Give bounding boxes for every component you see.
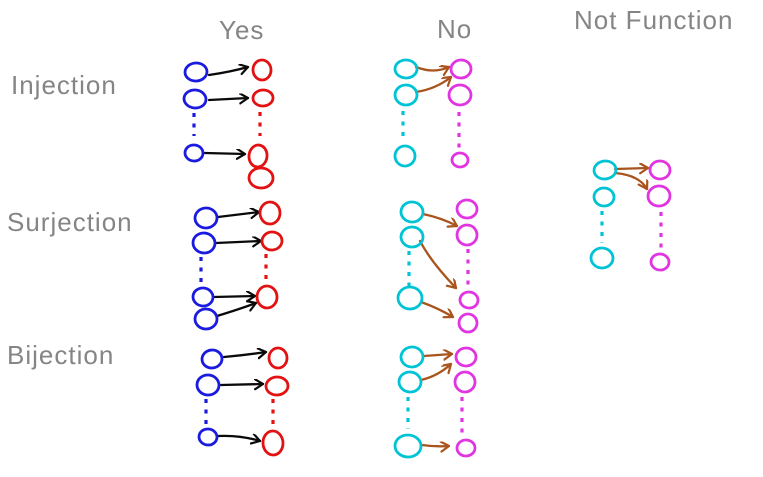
mapping-arrow [421, 212, 459, 226]
set-element-circle [197, 427, 219, 447]
set-element-circle [396, 285, 424, 311]
mapping-arrow [207, 67, 250, 77]
set-element-circle [592, 159, 618, 181]
cell-bijection-no [393, 345, 478, 459]
set-element-circle [648, 159, 672, 181]
set-element-circle [447, 83, 473, 107]
mapping-arrow [613, 168, 650, 169]
set-element-circle [453, 370, 477, 394]
column-header-no: No [437, 14, 473, 44]
column-header-not-function: Not Function [574, 5, 734, 35]
set-element-circle [393, 433, 423, 459]
set-element-circle [191, 286, 215, 308]
set-element-circle [193, 307, 219, 331]
set-element-circle [592, 186, 616, 208]
set-element-circle [247, 143, 269, 169]
mapping-arrow [203, 153, 247, 154]
mapping-arrow [420, 445, 451, 446]
set-element-circle [195, 373, 221, 397]
set-element-circle [397, 370, 423, 394]
column-header-yes: Yes [219, 15, 265, 45]
set-element-circle [261, 429, 285, 457]
set-element-circle [183, 61, 209, 83]
set-element-circle [393, 144, 417, 168]
row-label-surjection: Surjection [7, 207, 133, 237]
set-element-circle [200, 348, 224, 370]
set-element-circle [247, 166, 275, 190]
set-element-circle [457, 312, 479, 334]
set-element-circle [182, 88, 208, 110]
set-element-circle [264, 375, 290, 397]
set-element-circle [193, 206, 219, 230]
row-label-bijection: Bijection [7, 340, 115, 370]
set-element-circle [455, 198, 479, 220]
set-element-circle [255, 284, 279, 310]
mapping-arrow [207, 98, 250, 100]
mapping-arrow [422, 354, 454, 356]
set-element-circle [191, 231, 217, 255]
mapping-arrow [419, 300, 455, 317]
set-element-circle [450, 151, 470, 169]
cell-bijection-yes [195, 346, 290, 457]
set-element-circle [399, 225, 425, 249]
mapping-arrow [212, 296, 257, 297]
set-element-circle [449, 58, 473, 80]
set-element-circle [454, 346, 478, 368]
set-element-circle [393, 58, 419, 80]
row-label-injection: Injection [11, 70, 117, 100]
set-element-circle [455, 223, 479, 247]
set-element-circle [267, 346, 289, 370]
set-element-circle [258, 200, 282, 226]
cell-surjection-no [396, 198, 480, 334]
set-element-circle [589, 246, 615, 270]
set-element-circle [183, 143, 205, 163]
set-element-circle [399, 345, 425, 369]
set-element-circle [458, 290, 480, 310]
set-element-circle [251, 88, 275, 108]
mapping-arrow [222, 352, 268, 357]
mapping-arrow [214, 241, 263, 243]
set-element-circle [649, 252, 671, 272]
mapping-arrow [418, 239, 458, 290]
mapping-arrow [414, 67, 451, 71]
cell-injection-yes [182, 58, 275, 190]
cell-surjection-yes [191, 200, 284, 331]
set-element-circle [455, 438, 477, 458]
cell-injection-no [393, 58, 473, 169]
cell-not-function [589, 159, 672, 272]
mapping-arrow [215, 303, 258, 318]
set-element-circle [393, 83, 419, 107]
set-element-circle [646, 184, 672, 208]
mapping-arrow [414, 75, 453, 94]
mapping-arrow [216, 212, 261, 217]
set-element-circle [251, 58, 273, 82]
mapping-arrow [613, 171, 647, 191]
mapping-arrow [419, 362, 453, 382]
set-element-circle [260, 230, 284, 252]
mapping-arrow [219, 384, 265, 385]
set-element-circle [399, 200, 425, 224]
mapping-arrow [216, 436, 262, 441]
